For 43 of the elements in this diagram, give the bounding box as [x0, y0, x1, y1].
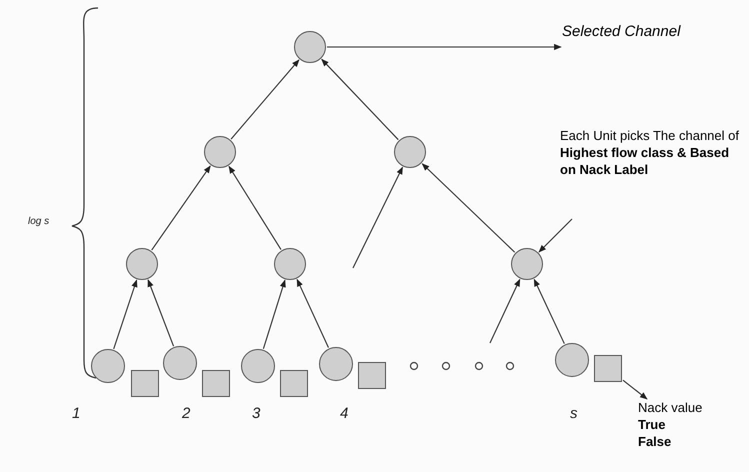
unit-circle — [294, 31, 326, 63]
nack-square — [280, 370, 308, 397]
arrow — [538, 218, 572, 253]
nack-square — [202, 370, 230, 397]
nack-square — [131, 370, 159, 397]
arrow — [296, 278, 329, 348]
arrow — [262, 279, 286, 349]
arrow — [151, 165, 211, 250]
arrow — [113, 279, 138, 350]
arrow — [148, 279, 174, 346]
unit-circle — [126, 248, 158, 280]
nack-square — [594, 355, 622, 382]
channel-number: 4 — [340, 405, 348, 422]
channel-number: 3 — [252, 405, 260, 422]
unit-circle — [163, 346, 197, 380]
annotation-text: Highest flow class & Based on Nack Label — [560, 144, 730, 179]
annotation-text: Nack value — [638, 400, 704, 417]
channel-number: 2 — [182, 405, 190, 422]
arrow — [622, 380, 648, 400]
unit-circle — [91, 349, 125, 383]
arrow — [228, 166, 282, 250]
unit-circle — [511, 248, 543, 280]
arrow — [230, 59, 300, 140]
unit-circle — [394, 136, 426, 168]
channel-number: 1 — [72, 405, 80, 422]
channel-number: s — [570, 405, 578, 422]
arrow — [352, 166, 403, 268]
arrow — [534, 278, 565, 344]
nack-square — [358, 362, 386, 389]
arrow — [490, 278, 520, 344]
annotation-text: Each Unit picks The channel of — [560, 128, 740, 145]
annotation-text: False — [638, 434, 672, 451]
unit-circle — [274, 248, 306, 280]
annotation-text: Selected Channel — [562, 22, 682, 42]
annotation-text: True — [638, 416, 666, 434]
arrow — [321, 58, 399, 140]
unit-circle — [319, 347, 353, 381]
brace-label: log s — [28, 216, 50, 227]
arrow — [422, 163, 516, 253]
unit-circle — [555, 343, 589, 377]
unit-circle — [241, 349, 275, 383]
unit-circle — [204, 136, 236, 168]
arrow — [327, 44, 562, 50]
